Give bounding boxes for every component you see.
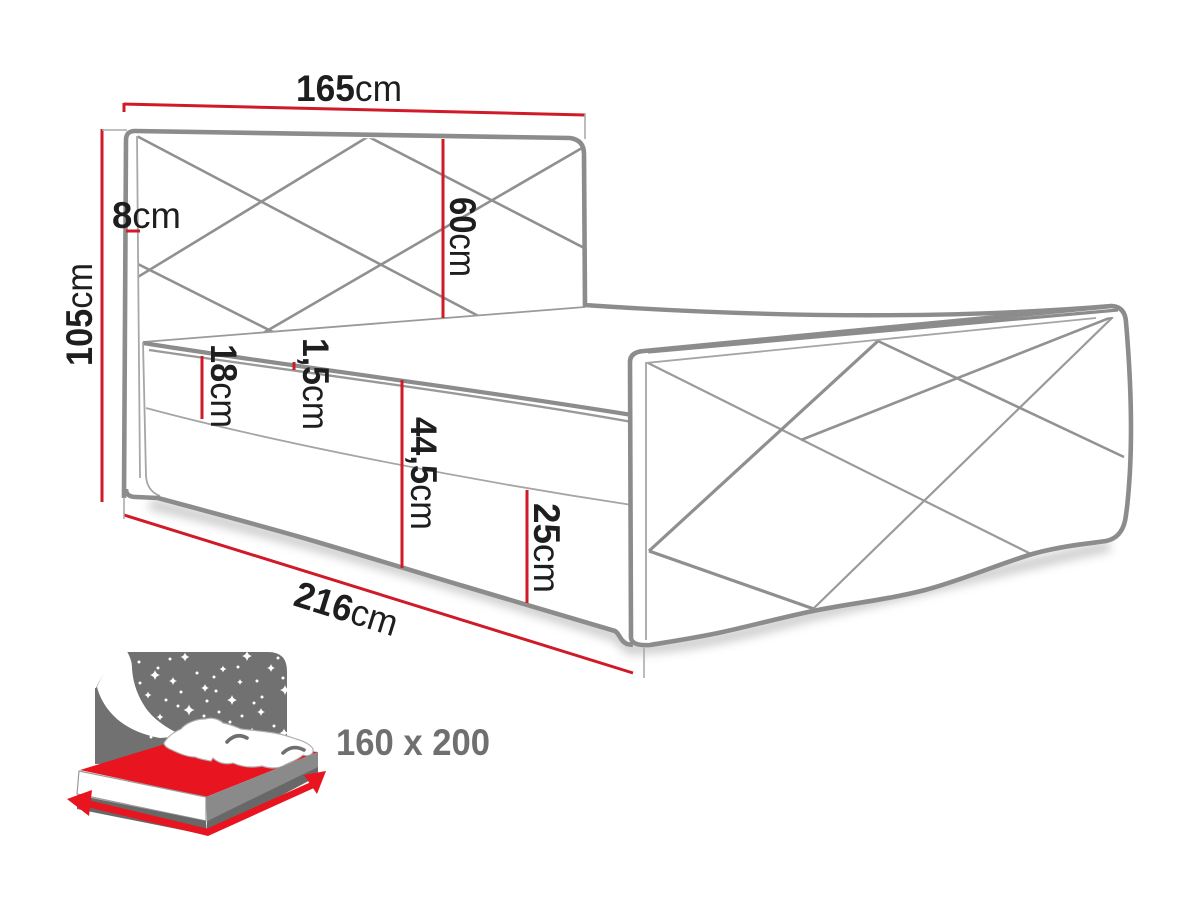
svg-text:8cm: 8cm: [112, 195, 181, 236]
svg-text:165cm: 165cm: [296, 68, 402, 109]
svg-text:105cm: 105cm: [59, 263, 100, 366]
svg-text:160 x 200: 160 x 200: [336, 722, 490, 763]
svg-text:18cm: 18cm: [203, 344, 244, 428]
svg-text:44,5cm: 44,5cm: [403, 417, 444, 530]
svg-text:1,5cm: 1,5cm: [295, 338, 336, 430]
svg-text:60cm: 60cm: [442, 197, 483, 277]
svg-text:25cm: 25cm: [526, 503, 567, 593]
